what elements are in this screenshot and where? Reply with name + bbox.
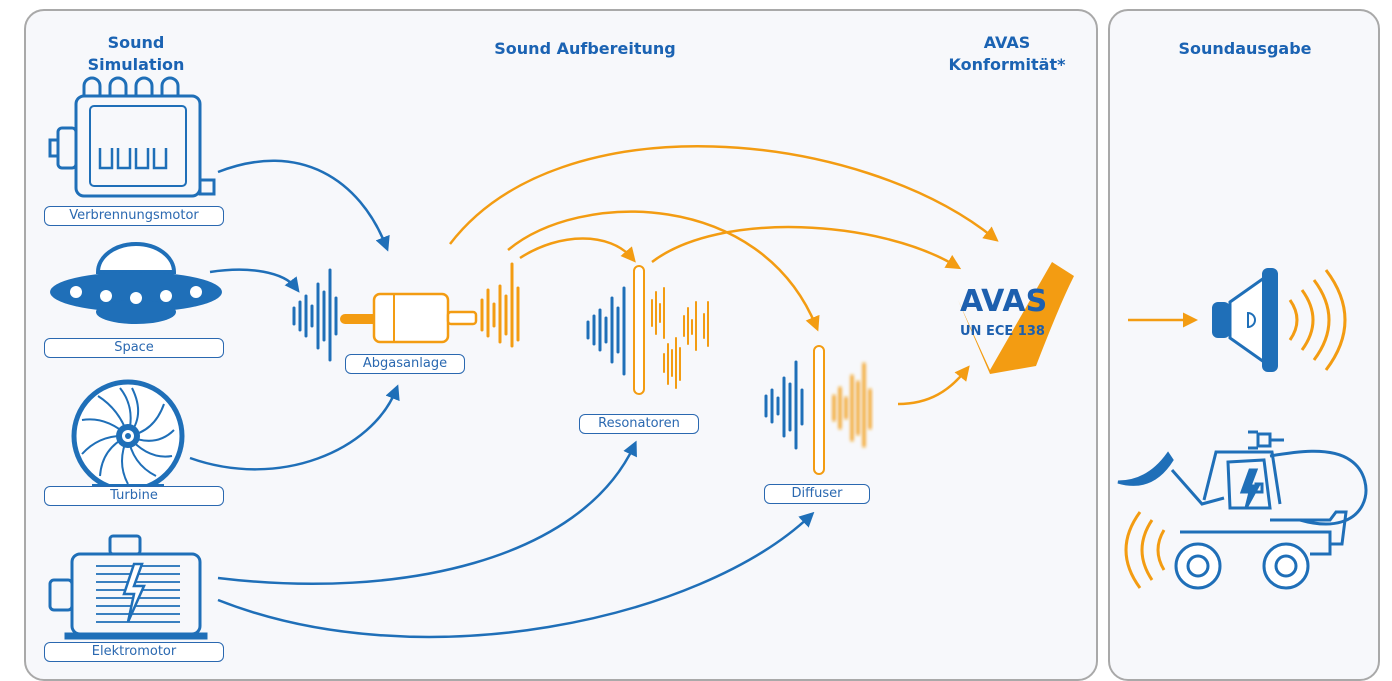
resonator-plate <box>633 265 645 395</box>
orange-arrows <box>449 145 1198 406</box>
turbine-icon <box>71 379 185 493</box>
combustion-engine-icon <box>48 76 216 198</box>
sound-wave-diffuser-out <box>832 362 872 448</box>
label-turbine: Turbine <box>44 486 224 506</box>
label-space: Space <box>44 338 224 358</box>
avas-checkmark-icon <box>958 262 1074 374</box>
label-exhaust: Abgasanlage <box>345 354 465 374</box>
ufo-icon <box>50 242 222 324</box>
diffuser-plate <box>813 345 825 475</box>
sound-wave-resonator-out <box>651 287 709 389</box>
label-combustion-engine: Verbrennungsmotor <box>44 206 224 226</box>
electric-loader-icon <box>1117 430 1368 590</box>
avas-logo-subtitle: UN ECE 138 <box>960 324 1045 339</box>
sound-wave-exhaust <box>480 262 520 348</box>
sound-wave-diffuser-in <box>764 360 804 450</box>
loader-sound-waves <box>1124 511 1166 589</box>
avas-logo-title: AVAS <box>960 284 1048 319</box>
exhaust-icon <box>340 292 478 344</box>
electric-motor-icon <box>48 534 208 640</box>
header-sound-processing: Sound Aufbereitung <box>494 39 676 58</box>
sound-wave-input <box>292 268 338 362</box>
header-sound-simulation: Sound Simulation <box>87 33 185 74</box>
speaker-sound-waves <box>1288 269 1347 371</box>
header-sound-output: Soundausgabe <box>1178 39 1312 58</box>
sound-wave-resonator-in <box>586 286 626 376</box>
label-electric-motor: Elektromotor <box>44 642 224 662</box>
label-resonators: Resonatoren <box>579 414 699 434</box>
speaker-icon <box>1212 268 1278 372</box>
blue-arrows <box>189 159 815 639</box>
header-avas-conformity: AVAS Konformität* <box>948 33 1066 74</box>
label-diffuser: Diffuser <box>764 484 870 504</box>
